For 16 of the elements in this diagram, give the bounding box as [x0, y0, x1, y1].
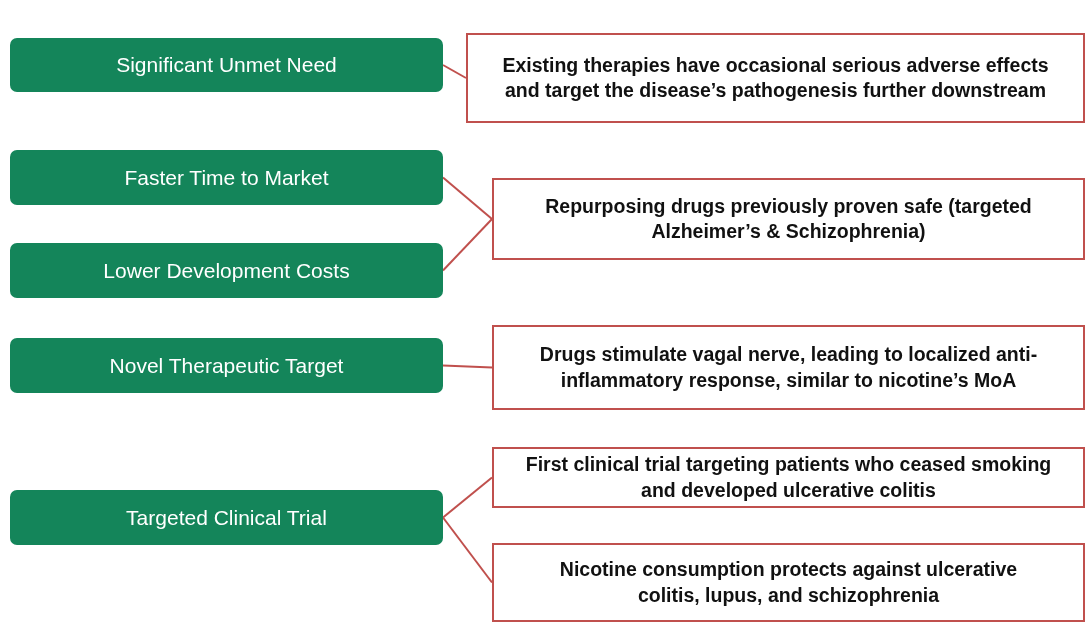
- benefit-box: Novel Therapeutic Target: [10, 338, 443, 393]
- detail-box: Nicotine consumption protects against ulcerative colitis, lupus, and schizophrenia: [492, 543, 1085, 622]
- connector-line: [442, 64, 467, 79]
- detail-box: Repurposing drugs previously proven safe (targeted Alzheimer’s & Schizophrenia): [492, 178, 1085, 260]
- connector-line: [442, 516, 493, 584]
- detail-box: Drugs stimulate vagal nerve, leading to localized anti-inflammatory response, similar to nicotine’s MoA: [492, 325, 1085, 410]
- detail-box: First clinical trial targeting patients who ceased smoking and developed ulcerative colitis: [492, 447, 1085, 508]
- connector-line: [442, 176, 493, 220]
- connector-line: [442, 218, 493, 272]
- benefit-box: Significant Unmet Need: [10, 38, 443, 92]
- benefit-box: Faster Time to Market: [10, 150, 443, 205]
- detail-box: Existing therapies have occasional serious adverse effects and target the disease’s pathogenesis further downstream: [466, 33, 1085, 123]
- connector-line: [442, 476, 493, 519]
- connector-line: [442, 364, 493, 369]
- benefit-box: Targeted Clinical Trial: [10, 490, 443, 545]
- benefit-box: Lower Development Costs: [10, 243, 443, 298]
